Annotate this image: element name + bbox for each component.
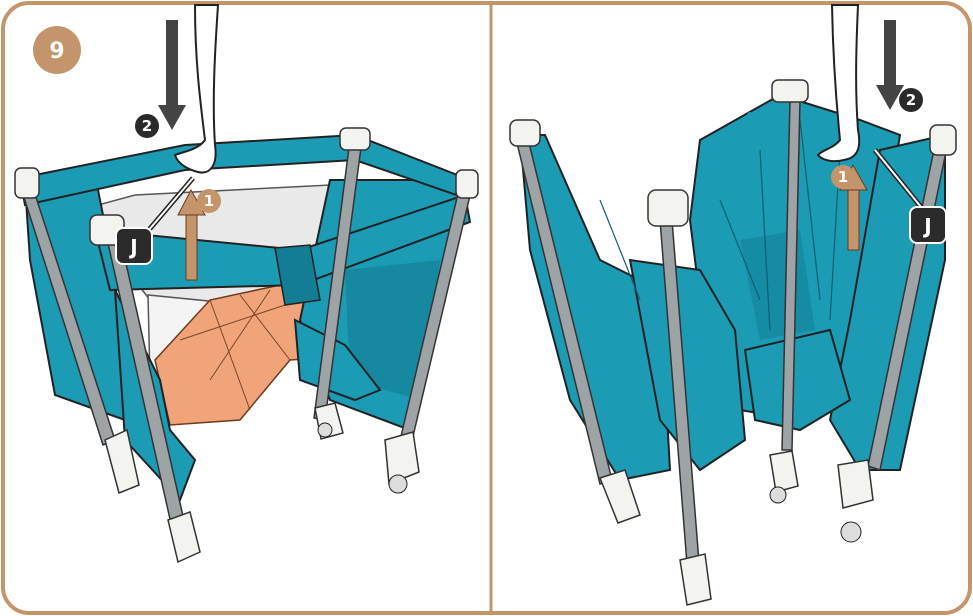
step-number: 9 [49,39,64,64]
step-badge: 9 [33,26,81,74]
callout-label-j: J [116,228,152,264]
callout-label-j: J [910,207,946,243]
marker-2: 2 [135,114,159,138]
svg-text:J: J [922,214,931,238]
marker-1: 1 [831,165,855,189]
svg-text:2: 2 [142,117,152,135]
svg-text:1: 1 [204,192,214,210]
svg-text:1: 1 [838,168,848,186]
marker-1: 1 [197,189,221,213]
svg-text:2: 2 [906,91,916,109]
svg-text:J: J [128,235,137,259]
marker-2: 2 [899,88,923,112]
